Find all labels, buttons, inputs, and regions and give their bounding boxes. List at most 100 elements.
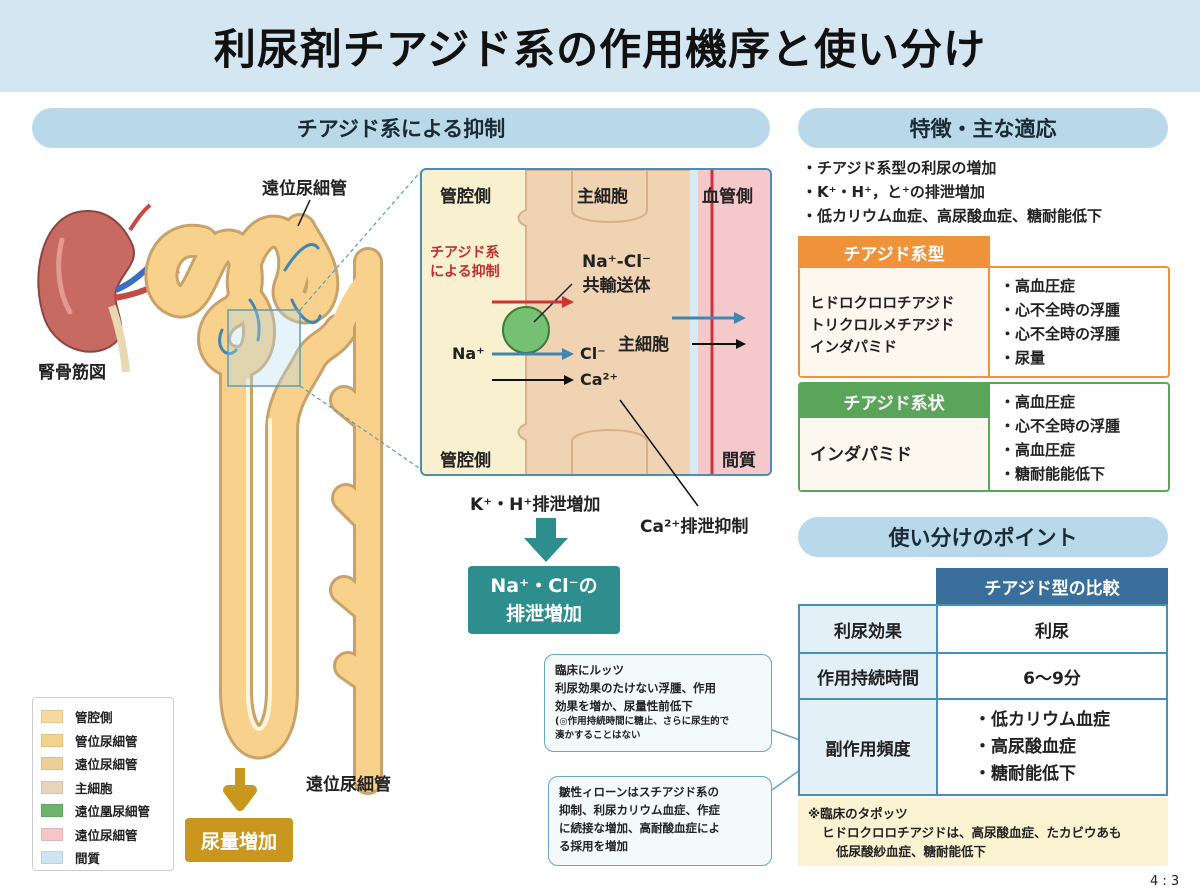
thiazide-type-header: チアジド系型 [798,236,990,268]
clinical-note: ※臨床のタポッツ ヒドロクロロチアジドは、高尿酸血症、たカビウあも 低尿酸紗血症… [798,798,1168,866]
bubble-line: に続接な増加、高耐酸血症によ [559,821,720,835]
bubble-line: 湊かすることはない [555,730,641,741]
legend-item: 管腔側 [41,705,165,729]
comparison-column-header-text: チアジド型の比較 [984,578,1120,599]
legend-swatch [41,780,63,794]
thiazide-type-drugs: ヒドロクロロチアジド トリクロルメチアジド インダパミド [800,268,990,376]
legend-swatch [41,733,63,747]
features-header-text: 特徴・主な適応 [909,117,1057,141]
inhibit-label: チアジド系 による抑制 [430,245,500,280]
use-item: ・高血圧症 [1000,277,1076,295]
bubble-line: 抑制、利尿カリウム血症、作症 [559,803,720,817]
left-section-header: チアジド系による抑制 [32,108,770,148]
bubble-line: 利尿効果のたけない浮腫、作用 [555,681,716,695]
legend-item: 管位尿細管 [41,729,165,753]
result-box: Na⁺・Cl⁻の 排泄増加 [468,566,620,634]
legend-swatch [41,757,63,771]
legend-label: 遠位尿細管 [75,827,138,843]
cell-principal-top: 主細胞 [577,187,628,207]
transporter-label: Na⁺-Cl⁻ 共輸送体 [582,252,652,296]
label-distal-bottom: 遠位尿細管 [306,775,391,795]
table-row-label: 作用持続時間 [798,652,938,700]
legend-label: 管腔側 [75,710,113,726]
drug-name: トリクロルメチアジド [810,318,955,334]
table-row-value: ・低カリウム血症 ・高尿酸血症 ・糖耐能低下 [936,698,1168,796]
legend-item: 主細胞 [41,776,165,800]
thiazide-like-header: チアジド系状 [800,384,988,418]
features-header: 特徴・主な適応 [798,108,1168,148]
table-row-label: 利尿効果 [798,604,938,654]
bubble-line: 皺性ィローンはスチアジド系の [559,785,719,799]
legend-item: 遠位尿細管 [41,823,165,847]
legend-label: 遠位凰尿細管 [75,804,151,820]
thiazide-like-drugs: インダパミド [800,420,990,490]
bubble-line: る採用を増加 [559,839,628,853]
label-distal-top: 遠位尿細管 [262,179,347,199]
legend: 管腔側管位尿細管遠位尿細管主細胞遠位凰尿細管遠位尿細管間質 [32,697,174,871]
thiazide-type-uses: ・高血圧症 ・心不全時の浮腫 ・心不全時の浮腫 ・尿量 [1000,274,1120,370]
bubble-line: (◎作用持続時間に糖止、さらに尿生的で [555,716,730,727]
drug-name: ヒドロクロロチアジド [810,296,955,312]
urine-increase-text: 尿量増加 [200,830,277,853]
usage-header: 使い分けのポイント [798,517,1168,557]
usage-header-text: 使い分けのポイント [888,526,1078,550]
note-line: 低尿酸紗血症、糖耐能低下 [836,844,987,859]
left-section-header-text: チアジド系による抑制 [296,117,506,141]
legend-label: 遠位尿細管 [75,757,138,773]
title-bar: 利尿剤チアジド系の作用機序と使い分け [0,0,1200,92]
cl-label: Cl⁻ [580,344,606,363]
use-item: ・高血圧症 [1000,441,1076,459]
feature-item: ・K⁺・H⁺，と⁺の排泄増加 [802,183,985,201]
cell-lumen-top: 管腔側 [440,187,491,207]
k-h-label: K⁺・H⁺排泄増加 [470,495,601,515]
feature-item: ・低カリウム血症、高尿酸血症、糖耐能低下 [802,207,1103,225]
aspect-label: 4 : 3 [1150,874,1180,889]
table-row-value: 利尿 [936,604,1168,654]
table-row: 副作用頻度 ・低カリウム血症 ・高尿酸血症 ・糖耐能低下 [798,698,1168,796]
comparison-column-header: チアジド型の比較 [936,568,1168,604]
nephron-diagram [37,171,420,811]
ca-label: Ca²⁺ [580,370,618,389]
tubule-path [144,213,383,795]
use-item: ・高血圧症 [1000,393,1076,411]
urine-increase-box: 尿量増加 [185,818,293,862]
feature-item: ・チアジド系型の利尿の増加 [802,159,997,177]
cell-blood-top: 血管側 [702,187,753,207]
legend-label: 管位尿細管 [75,733,138,749]
cell-diagram: 管腔側 主細胞 血管側 チアジド系 による抑制 Na⁺-Cl⁻ 共輸送体 Na⁺… [420,168,772,476]
legend-swatch [41,851,63,865]
legend-label: 間質 [75,851,101,867]
comparison-table: 利尿効果 利尿 作用持続時間 6〜9分 副作用頻度 ・低カリウム血症 ・高尿酸血… [798,604,1168,796]
use-item: ・糖耐能能低下 [1000,465,1106,483]
label-kidney: 腎骨筋図 [38,363,106,383]
features-list: ・チアジド系型の利尿の増加 ・K⁺・H⁺，と⁺の排泄増加 ・低カリウム血症、高尿… [802,156,1102,228]
legend-item: 遠位凰尿細管 [41,799,165,823]
use-item: ・心不全時の浮腫 [1000,301,1121,319]
na-label: Na⁺ [452,344,485,363]
use-item: ・尿量 [1000,349,1046,367]
cell-annotations [524,399,699,562]
note-line: ※臨床のタポッツ [808,806,908,821]
bubble-line: 臨床にルッツ [555,663,624,677]
use-item: ・心不全時の浮腫 [1000,325,1121,343]
use-item: ・心不全時の浮腫 [1000,417,1121,435]
drug-name: インダパミド [810,445,912,465]
cell-principal-mid: 主細胞 [618,335,669,355]
result-text: Na⁺・Cl⁻の 排泄増加 [490,575,598,625]
zoom-region [227,309,301,387]
legend-label: 主細胞 [75,780,113,796]
ca-inhibit-label: Ca²⁺排泄抑制 [640,517,749,537]
cell-lumen-bottom: 管腔側 [440,451,491,471]
note-line: ヒドロクロロチアジドは、高尿酸血症、たカビウあも [822,825,1122,840]
thiazide-like-uses: ・高血圧症 ・心不全時の浮腫 ・高血圧症 ・糖耐能能低下 [1000,390,1120,486]
legend-swatch [41,804,63,818]
table-row: 利尿効果 利尿 [798,604,1168,654]
bubble-line: 効果を増か、尿量性前低下 [555,699,693,713]
table-row: 作用持続時間 6〜9分 [798,652,1168,700]
cell-interstitium: 間質 [722,451,756,471]
page-title: 利尿剤チアジド系の作用機序と使い分け [213,24,987,74]
bubble-connector [771,729,801,791]
table-row-label: 副作用頻度 [798,698,938,796]
legend-item: 間質 [41,846,165,870]
clinical-bubble-1: 臨床にルッツ利尿効果のたけない浮腫、作用効果を増か、尿量性前低下 (◎作用持続時間… [544,654,772,752]
